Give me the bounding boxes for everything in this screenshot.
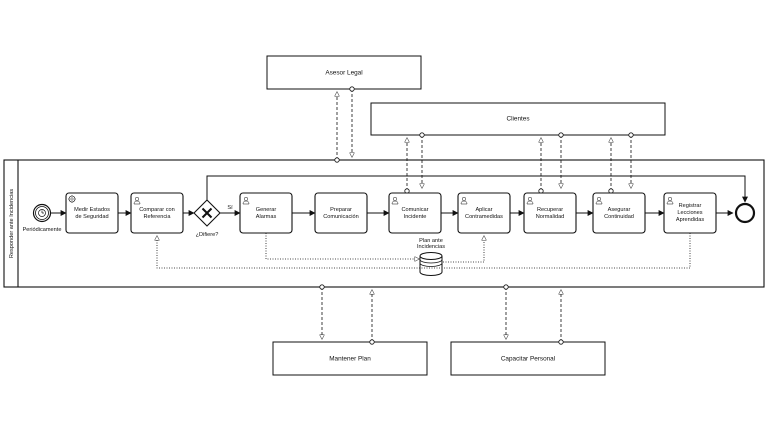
task-registrar-lecciones[interactable]: Registrar Lecciones Aprendidas: [663, 192, 717, 234]
task-label-line2: Referencia: [143, 214, 171, 220]
task-label-line1: Comunicar: [401, 207, 428, 213]
data-store-label-line1: Plan ante: [419, 238, 443, 244]
task-label-line1: Aplicar: [475, 207, 492, 213]
lane-label: Responder ante Incidencias: [9, 189, 15, 259]
task-label-line2: Contramedidas: [465, 214, 503, 220]
task-label-line2: Incidente: [404, 214, 427, 220]
task-generar-alarmas[interactable]: Generar Alarmas: [239, 192, 293, 234]
pool-mantener-plan[interactable]: Mantener Plan: [272, 341, 428, 376]
data-store-plan[interactable]: [419, 252, 443, 276]
task-label-line1: Preparar: [330, 207, 352, 213]
task-label-line1: Registrar: [679, 203, 702, 209]
gateway-yes-label: Sí: [227, 205, 233, 211]
task-label-line1: Comparar con: [139, 207, 174, 213]
start-event-label: Periódicamente: [23, 227, 62, 233]
exclusive-gateway[interactable]: [193, 199, 221, 227]
pool-asesor-legal[interactable]: Asesor Legal: [266, 55, 422, 90]
task-label-line1: Asegurar: [608, 207, 631, 213]
task-medir-estados[interactable]: Medir Estados de Seguridad: [65, 192, 119, 234]
data-associations: [157, 233, 691, 269]
user-icon: [666, 196, 674, 205]
user-icon: [526, 196, 534, 205]
task-label-line2: Alarmas: [256, 214, 277, 220]
user-icon: [460, 196, 468, 205]
task-aplicar-contramedidas[interactable]: Aplicar Contramedidas: [457, 192, 511, 234]
asesor-legal-label: Asesor Legal: [325, 70, 362, 77]
pool-capacitar-personal[interactable]: Capacitar Personal: [450, 341, 606, 376]
task-label-line2: Continuidad: [604, 214, 634, 220]
user-icon: [391, 196, 399, 205]
task-label-line3: Aprendidas: [676, 217, 705, 223]
task-label-line2: Lecciones: [677, 210, 702, 216]
data-store-label-line2: Incidencias: [417, 244, 445, 250]
task-label-line2: de Seguridad: [75, 214, 108, 220]
mantener-plan-label: Mantener Plan: [329, 356, 371, 363]
task-label-line2: Normalidad: [536, 214, 565, 220]
message-flows-clientes: [404, 132, 634, 194]
clientes-label: Clientes: [506, 116, 529, 123]
sequence-flows: [51, 175, 748, 216]
gear-icon: [68, 195, 76, 203]
capacitar-personal-label: Capacitar Personal: [501, 356, 555, 363]
task-comunicar-incidente[interactable]: Comunicar Incidente: [388, 192, 442, 234]
message-flows-bottom: [319, 284, 564, 345]
task-recuperar-normalidad[interactable]: Recuperar Normalidad: [523, 192, 577, 234]
message-flows-asesor: [334, 86, 355, 163]
task-comparar-referencia[interactable]: Comparar con Referencia: [130, 192, 184, 234]
user-icon: [595, 196, 603, 205]
task-label-line1: Medir Estados: [74, 207, 110, 213]
gateway-question: ¿Difiere?: [196, 232, 219, 238]
pool-clientes[interactable]: Clientes: [370, 102, 666, 136]
task-label-line1: Generar: [256, 207, 277, 213]
user-icon: [242, 196, 250, 205]
end-event[interactable]: [734, 202, 756, 224]
user-icon: [133, 196, 141, 205]
task-label-line1: Recuperar: [537, 207, 563, 213]
task-preparar-comunicacion[interactable]: Preparar Comunicación: [314, 192, 368, 234]
start-event-timer[interactable]: [32, 203, 52, 223]
task-asegurar-continuidad[interactable]: Asegurar Continuidad: [592, 192, 646, 234]
task-label-line2: Comunicación: [323, 214, 358, 220]
